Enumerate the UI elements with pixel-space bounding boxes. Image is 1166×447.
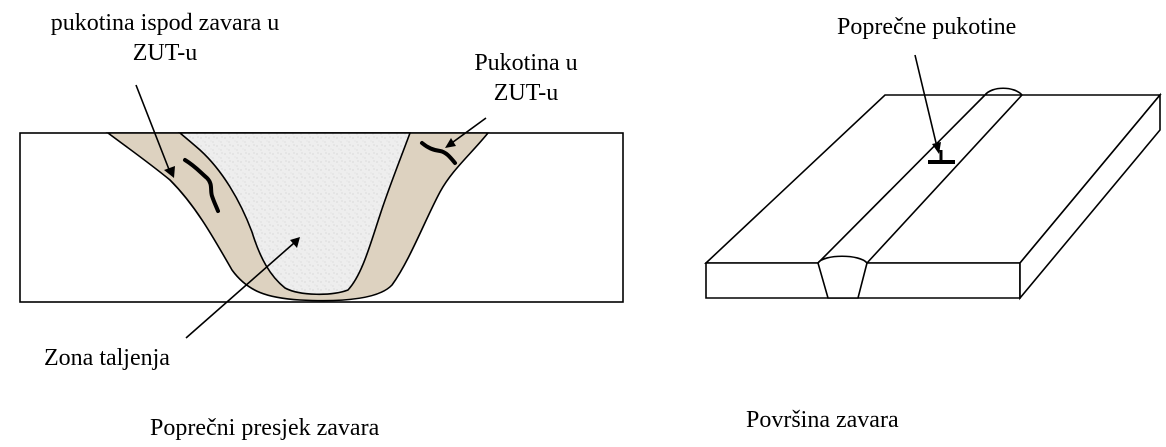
label-fusion-zone: Zona taljenja	[44, 345, 170, 371]
label-crack-under-weld: pukotina ispod zavara u ZUT-u	[50, 10, 280, 66]
arrow-crack-in-haz	[445, 117, 487, 148]
arrow-crack-under-weld	[135, 84, 175, 178]
fusion-zone	[177, 132, 412, 296]
label-cross-section-title: Poprečni presjek zavara	[150, 415, 380, 441]
crack-in-haz	[420, 141, 457, 165]
crack-under-weld	[183, 158, 220, 213]
weld-bead-back-crown	[984, 87, 1023, 96]
plate-side-face	[1019, 92, 1161, 301]
label-surface-title: Površina zavara	[746, 407, 899, 433]
arrow-transverse-crack	[914, 54, 941, 154]
label-crack-in-haz: Pukotina u ZUT-u	[474, 50, 578, 106]
label-transverse-cracks: Poprečne pukotine	[837, 14, 1017, 40]
weld-bead-edge-left	[817, 94, 986, 264]
weld-bead-edge-right	[866, 94, 1023, 264]
arrow-fusion-zone	[185, 237, 300, 339]
cross-section-figure	[19, 84, 624, 339]
surface-figure	[703, 54, 1162, 301]
weld-bead-front-section	[817, 255, 868, 299]
